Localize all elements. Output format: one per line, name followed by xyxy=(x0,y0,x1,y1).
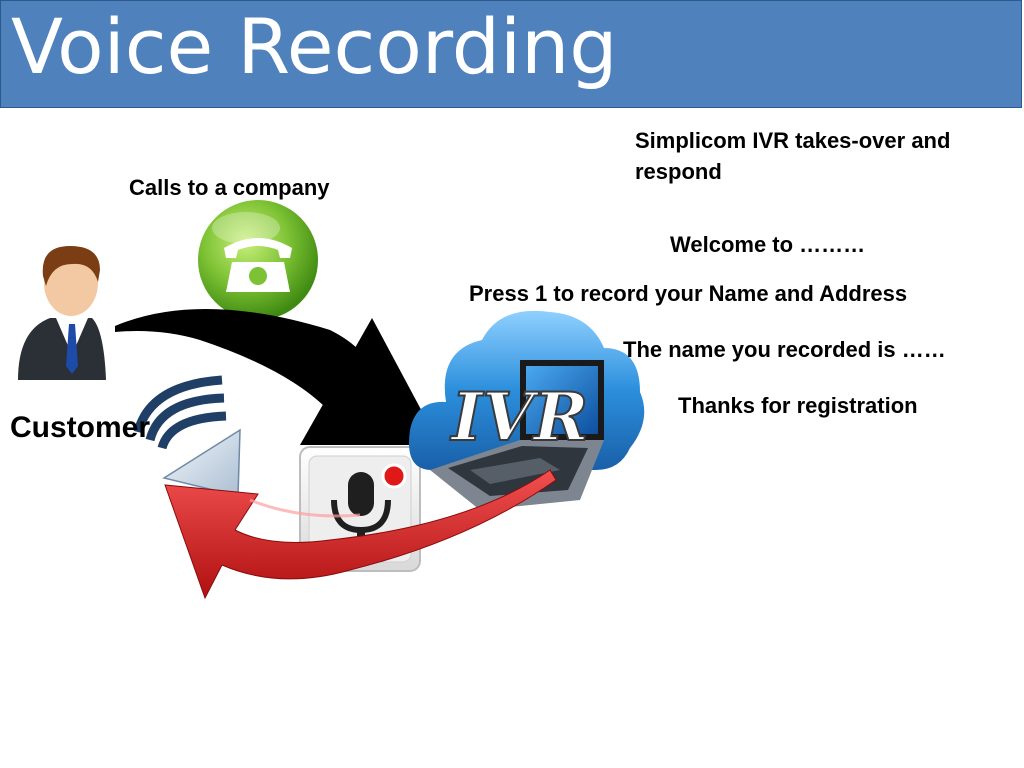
businessman-icon xyxy=(18,246,106,380)
ivr-logo-text: IVR xyxy=(450,378,589,456)
calls-to-company-label: Calls to a company xyxy=(129,175,330,200)
prompt-welcome: Welcome to ……… xyxy=(670,232,866,257)
prompt-name-recorded: The name you recorded is …… xyxy=(623,337,946,362)
slide-title: Voice Recording xyxy=(11,2,618,91)
forward-arrow xyxy=(115,308,440,445)
prompt-thanks: Thanks for registration xyxy=(678,393,918,418)
customer-label: Customer xyxy=(10,411,151,444)
ivr-laptop-cloud-icon xyxy=(408,310,645,510)
telephone-icon xyxy=(198,200,318,320)
ivr-header-label: Simplicom IVR takes-over and respond xyxy=(635,128,951,184)
title-bar: Voice Recording xyxy=(0,0,1022,108)
sound-wave-icon xyxy=(133,375,241,497)
return-arrow xyxy=(164,469,557,600)
prompt-press-1: Press 1 to record your Name and Address xyxy=(469,281,908,306)
